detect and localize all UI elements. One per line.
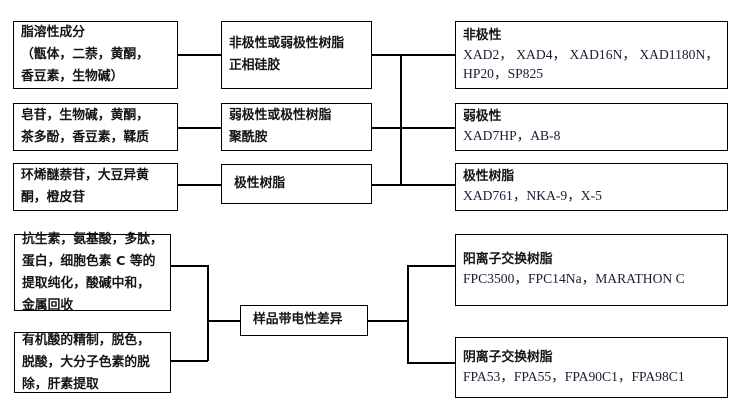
connector-merge-vertical: [207, 265, 209, 361]
connector-split-vertical: [407, 265, 409, 363]
product-nonpolar-line-1: XAD2， XAD4， XAD16N， XAD1180N，: [463, 46, 719, 62]
product-box-weakpolar: 弱极性 XAD7HP，AB-8: [455, 103, 728, 151]
source-antibiotic-line-4: 金属回收: [22, 297, 74, 313]
product-cation-heading: 阳离子交换树脂: [463, 252, 553, 268]
hub-box-charge-difference: 样品带电性差异: [240, 305, 368, 336]
source-organic-acid-line-1: 有机酸的精制，脱色，: [22, 332, 150, 348]
method-weakpolar-line-2: 聚酰胺: [229, 130, 268, 145]
product-nonpolar-line-2: HP20，SP825: [463, 66, 544, 82]
source-iridoid-line-1: 环烯醚萘苷，大豆异黄: [21, 168, 149, 183]
connector-bus-to-product-weakpolar: [400, 127, 455, 129]
product-weakpolar-line-1: XAD7HP，AB-8: [463, 128, 561, 144]
product-box-polar: 极性树脂 XAD761，NKA-9，X-5: [455, 163, 728, 211]
product-anion-line-1: FPA53，FPA55，FPA90C1，FPA98C1: [463, 368, 685, 384]
source-antibiotic-line-3: 提取纯化，酸碱中和，: [22, 275, 150, 291]
method-nonpolar-line-1: 非极性或弱极性树脂: [229, 36, 345, 51]
product-box-anion: 阴离子交换树脂 FPA53，FPA55，FPA90C1，FPA98C1: [455, 337, 728, 398]
method-box-polar: 极性树脂: [221, 164, 372, 204]
product-polar-heading: 极性树脂: [463, 169, 515, 185]
source-box-organic-acid: 有机酸的精制，脱色， 脱酸，大分子色素的脱 除，肝素提取: [14, 332, 171, 393]
product-polar-line-1: XAD761，NKA-9，X-5: [463, 188, 602, 204]
source-organic-acid-line-3: 除，肝素提取: [22, 376, 99, 392]
source-lipid-line-2: （甑体，二萘，黄酮，: [21, 47, 149, 62]
source-saponin-line-1: 皂苷，生物碱，黄酮，: [21, 108, 149, 123]
source-box-saponin: 皂苷，生物碱，黄酮， 茶多酚，香豆素，鞣质: [13, 103, 178, 151]
connector-merge-to-hub: [207, 320, 241, 322]
connector-bus-vertical-top: [400, 54, 402, 185]
source-organic-acid-line-2: 脱酸，大分子色素的脱: [22, 354, 150, 370]
connector-polar-to-bus: [372, 184, 401, 186]
source-lipid-line-3: 香豆素，生物碱）: [21, 69, 124, 84]
source-lipid-line-1: 脂溶性成分: [21, 25, 85, 40]
method-polar-line-1: 极性树脂: [234, 175, 286, 191]
product-weakpolar-heading: 弱极性: [463, 109, 502, 125]
connector-nonpolar-to-bus: [372, 54, 401, 56]
source-saponin-line-2: 茶多酚，香豆素，鞣质: [21, 130, 149, 145]
product-box-cation: 阳离子交换树脂 FPC3500，FPC14Na，MARATHON C: [455, 234, 728, 306]
connector-hub-to-split: [368, 320, 408, 322]
method-box-nonpolar: 非极性或弱极性树脂 正相硅胶: [221, 21, 372, 89]
connector-organic-acid-to-merge: [171, 360, 208, 362]
method-box-weakpolar: 弱极性或极性树脂 聚酰胺: [221, 103, 372, 151]
connector-weakpolar-to-bus: [372, 127, 401, 129]
source-box-iridoid: 环烯醚萘苷，大豆异黄 酮，橙皮苷: [13, 163, 178, 211]
source-iridoid-line-2: 酮，橙皮苷: [21, 190, 85, 205]
connector-lipid-to-nonpolar: [178, 54, 221, 56]
source-box-antibiotic: 抗生素，氨基酸，多肽， 蛋白，细胞色素 C 等的 提取纯化，酸碱中和， 金属回收: [14, 232, 171, 313]
hub-charge-difference-label: 样品带电性差异: [253, 312, 343, 328]
connector-split-to-product-cation: [407, 265, 455, 267]
product-box-nonpolar: 非极性 XAD2， XAD4， XAD16N， XAD1180N， HP20，S…: [455, 21, 728, 89]
connector-bus-to-product-nonpolar: [400, 54, 455, 56]
source-box-lipid: 脂溶性成分 （甑体，二萘，黄酮， 香豆素，生物碱）: [13, 21, 178, 89]
product-anion-heading: 阴离子交换树脂: [463, 349, 553, 365]
product-nonpolar-heading: 非极性: [463, 27, 502, 43]
connector-split-to-product-anion: [407, 362, 455, 364]
source-antibiotic-line-1: 抗生素，氨基酸，多肽，: [22, 231, 163, 247]
source-antibiotic-line-2: 蛋白，细胞色素 C 等的: [22, 253, 156, 269]
connector-antibiotic-to-merge: [171, 265, 208, 267]
method-nonpolar-line-2: 正相硅胶: [229, 58, 281, 73]
product-cation-line-1: FPC3500，FPC14Na，MARATHON C: [463, 271, 685, 287]
connector-iridoid-to-polar: [178, 184, 221, 186]
connector-saponin-to-weakpolar: [178, 127, 221, 129]
connector-bus-to-product-polar: [400, 184, 455, 186]
method-weakpolar-line-1: 弱极性或极性树脂: [229, 108, 332, 123]
